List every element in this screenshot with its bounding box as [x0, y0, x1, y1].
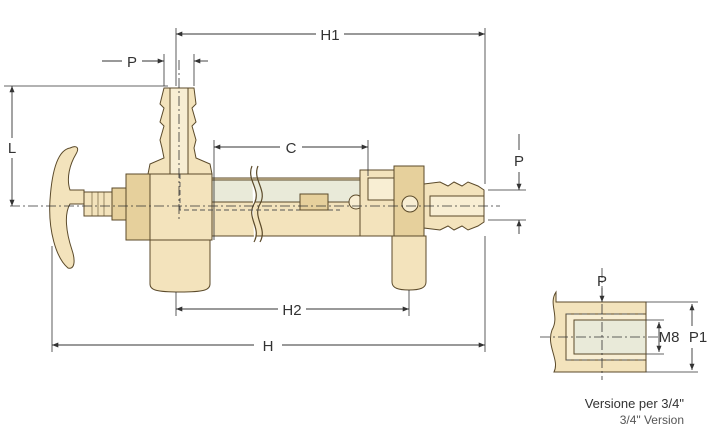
- tube-break-2: [256, 165, 263, 243]
- dimension-l: L: [4, 85, 168, 206]
- caption-italian: Versione per 3/4": [584, 396, 684, 411]
- tube-break-1: [250, 165, 257, 243]
- valve-foot: [149, 239, 211, 293]
- right-leg: [391, 235, 427, 291]
- t-handle: [49, 146, 85, 269]
- dimension-h1: H1: [175, 27, 486, 184]
- stem-threads: [91, 192, 105, 216]
- label-p-top: P: [127, 54, 137, 71]
- caption-english: 3/4" Version: [619, 413, 684, 427]
- right-cap-knob: [401, 195, 419, 213]
- label-h1: H1: [320, 27, 339, 44]
- label-h: H: [263, 338, 274, 355]
- center-lines: [10, 60, 500, 222]
- label-p-right: P: [514, 153, 524, 170]
- internal-piston: [299, 193, 329, 211]
- label-p1: P1: [689, 329, 707, 346]
- valve-body: [49, 87, 485, 293]
- stem-collar: [111, 187, 127, 221]
- dimension-p-right: P: [488, 134, 526, 234]
- detail-3-4-version: P M8 P1: [540, 268, 707, 380]
- label-h2: H2: [282, 302, 301, 319]
- label-m8: M8: [659, 329, 680, 346]
- label-l: L: [8, 140, 16, 157]
- valve-head-left-flange: [125, 173, 151, 241]
- dimension-c: C: [213, 140, 369, 240]
- internal-channel: [179, 174, 340, 211]
- dimension-h2: H2: [175, 290, 410, 319]
- main-tube-sight: [211, 179, 361, 203]
- label-p-detail: P: [597, 273, 607, 290]
- dimension-p-top: P: [102, 54, 208, 86]
- dimension-h: H: [51, 236, 486, 355]
- label-c: C: [286, 140, 297, 157]
